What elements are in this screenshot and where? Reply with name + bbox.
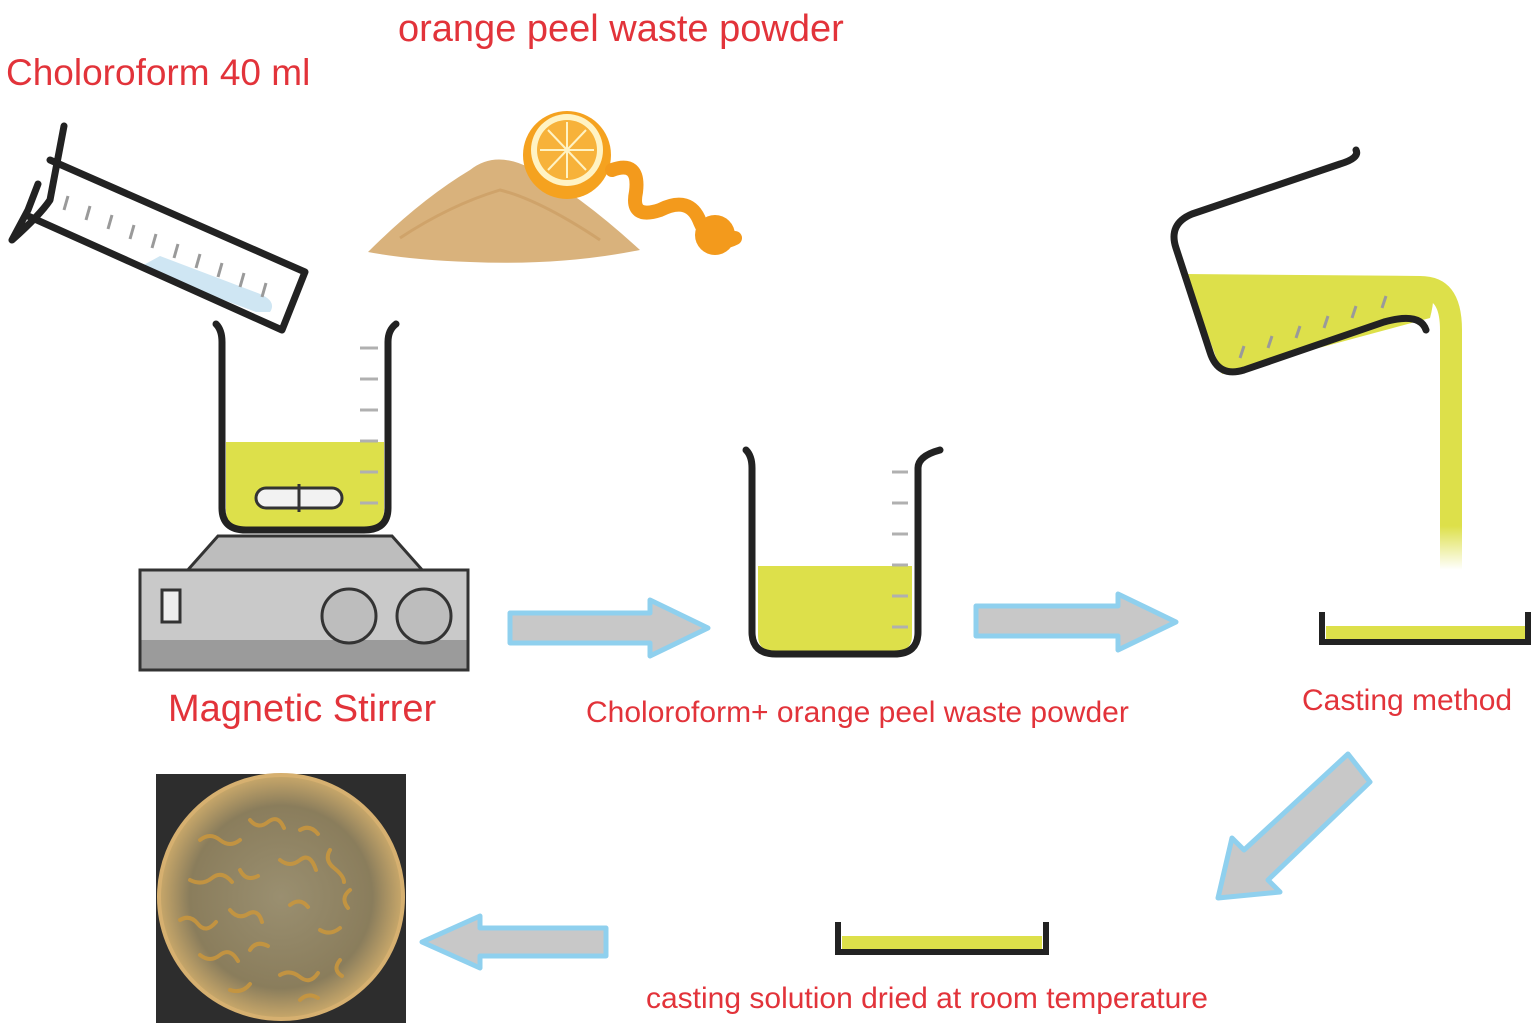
mixture-label: Choloroform+ orange peel waste powder	[586, 696, 1129, 729]
casting-method-label: Casting method	[1302, 684, 1513, 717]
dried-film-photo	[156, 773, 406, 1023]
arrow-left-icon	[419, 913, 609, 971]
chloroform-label: Choloroform 40 ml	[6, 52, 311, 93]
mixture-beaker-icon	[742, 446, 944, 658]
orange-peel-powder-label: orange peel waste powder	[398, 8, 844, 50]
drying-dish-icon	[835, 922, 1049, 955]
arrow-right-icon	[507, 597, 711, 659]
orange-peel-powder-icon	[368, 111, 742, 263]
graduated-cylinder-icon	[8, 122, 309, 334]
magnetic-stirrer-icon	[138, 534, 470, 672]
stirrer-beaker-icon	[212, 320, 400, 534]
magnetic-stirrer-label: Magnetic Stirrer	[168, 688, 437, 730]
arrow-down-left-icon	[1215, 751, 1373, 901]
casting-dish-icon	[1319, 612, 1531, 645]
arrow-right-icon	[973, 591, 1179, 653]
pouring-beaker-icon	[1170, 146, 1462, 570]
dried-label: casting solution dried at room temperatu…	[646, 982, 1208, 1015]
